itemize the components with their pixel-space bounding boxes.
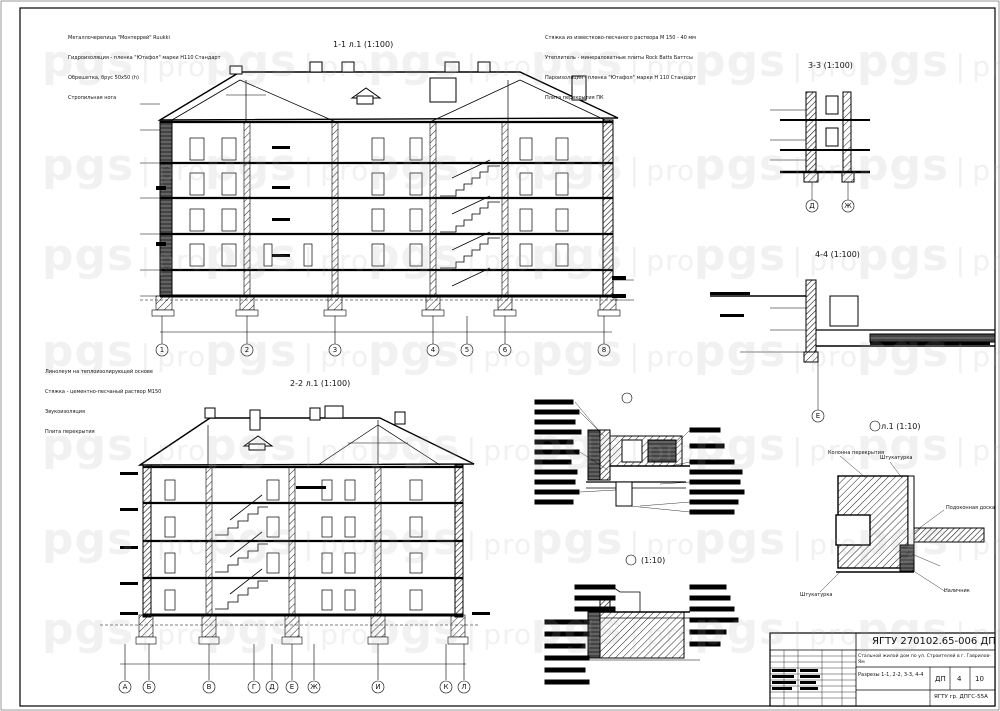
axis-label: Е — [289, 683, 295, 691]
document-code: ЯГТУ 270102.65-006 ДП — [872, 636, 996, 647]
detail-title-2: (1:10) — [641, 556, 666, 565]
axis-label: 8 — [601, 346, 607, 354]
detail-3 — [819, 420, 985, 593]
note-line: Плита перекрытия — [45, 428, 95, 435]
section-1-1 — [140, 61, 634, 357]
sheet-frame — [19, 7, 996, 707]
note-line: Обрешетка, брус 50x50 (h) — [68, 74, 139, 81]
axis-label: Д — [809, 202, 815, 210]
section-4-4 — [710, 279, 996, 423]
axis-label: Ж — [844, 202, 852, 210]
detail-label: Штукатурка — [800, 592, 833, 598]
section-title-3-3: 3-3 (1:100) — [808, 61, 853, 70]
detail-label: Колонна перекрытия — [828, 450, 884, 456]
section-2-2 — [100, 405, 480, 694]
axis-label: В — [206, 683, 212, 691]
roof-layers-note: Металлочерепица "Монтеррей" Ruukki Гидро… — [68, 22, 221, 114]
axis-label: Ж — [310, 683, 318, 691]
axis-label: 1 — [159, 346, 165, 354]
stage-label: ДП — [935, 675, 946, 683]
section-3-3 — [770, 91, 870, 213]
detail-1 — [534, 392, 745, 515]
detail-label: Подоконная доска — [946, 505, 995, 511]
axis-label: А — [122, 683, 128, 691]
roof-1-1 — [157, 71, 619, 121]
note-line: Звукоизоляция — [45, 408, 86, 415]
axis-label: 3 — [332, 346, 338, 354]
note-line: Линолеум на теплоизолирующей основе — [45, 369, 153, 376]
axis-label: 2 — [244, 346, 250, 354]
detail-label: Наличник — [944, 588, 970, 594]
axis-label: Л — [461, 683, 467, 691]
floor-layers-note: Линолеум на теплоизолирующей основе Стяж… — [45, 356, 161, 448]
note-line: Плита перекрытия ПК — [545, 94, 604, 101]
axis-label: И — [375, 683, 381, 691]
section-title-4-4: 4-4 (1:100) — [815, 250, 860, 259]
axis-label: Д — [269, 683, 275, 691]
note-line: Пароизоляция - пленка "Ютафол" марки Н 1… — [545, 74, 697, 81]
note-line: Стропильная нога — [68, 94, 117, 101]
sheet-title: Разрезы 1-1, 2-2, 3-3, 4-4 — [858, 672, 924, 678]
axis-label: Г — [251, 683, 257, 691]
note-line: Стяжка из известково-песчаного раствора … — [545, 35, 696, 42]
organization: ЯГТУ гр. ДПГС-55А — [934, 694, 988, 700]
axis-label: Е — [815, 412, 821, 420]
sheet-number: 4 — [957, 675, 962, 683]
title-block — [769, 632, 996, 707]
detail-title-3: л.1 (1:10) — [881, 422, 921, 431]
detail-2 — [544, 554, 739, 685]
project-name: Стальной жилой дом по ул. Строителей в г… — [858, 654, 991, 665]
axis-label: Б — [146, 683, 152, 691]
section-title-2-2: 2-2 л.1 (1:100) — [290, 379, 351, 388]
attic-floor-note: Стяжка из известково-песчаного раствора … — [545, 22, 696, 114]
note-line: Стяжка - цементно-песчаный раствор М150 — [45, 388, 162, 395]
axis-label: 6 — [502, 346, 508, 354]
detail-label: Штукатурка — [880, 455, 913, 461]
axis-label: К — [443, 683, 449, 691]
note-line: Гидроизоляция - пленка "Ютафол" марки Н1… — [68, 54, 221, 61]
roof-2-2 — [137, 417, 475, 466]
note-line: Утеплитель - минераловатные плиты Rock B… — [545, 54, 693, 61]
axis-label: 4 — [430, 346, 436, 354]
section-title-1-1: 1-1 л.1 (1:100) — [333, 40, 394, 49]
note-line: Металлочерепица "Монтеррей" Ruukki — [68, 35, 170, 42]
axis-label: 5 — [464, 346, 470, 354]
annotation-bars — [120, 146, 990, 615]
sheets-total: 10 — [975, 675, 984, 683]
